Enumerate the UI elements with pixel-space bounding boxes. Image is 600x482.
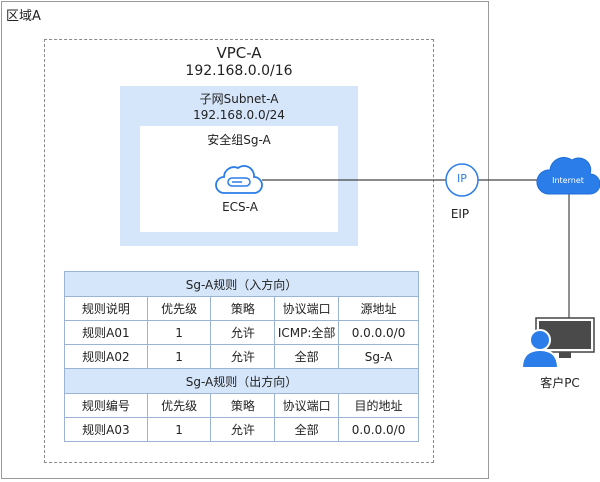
table-row: 规则A02 1 允许 全部 Sg-A: [64, 344, 419, 369]
column-header: 优先级: [146, 393, 212, 418]
table-row: 规则A01 1 允许 ICMP:全部 0.0.0.0/0: [64, 320, 419, 345]
table-cell: 规则A03: [64, 417, 148, 442]
client-pc-icon: [520, 317, 595, 369]
column-header: 目的地址: [338, 393, 419, 418]
vpc-boundary: [44, 39, 434, 463]
table-cell: 允许: [210, 344, 276, 369]
column-header: 规则说明: [64, 296, 148, 321]
eip-icon-text: IP: [457, 172, 467, 185]
table-cell: 0.0.0.0/0: [338, 417, 419, 442]
table-cell: Sg-A: [338, 344, 419, 369]
table-cell: 1: [146, 344, 212, 369]
table-cell: 允许: [210, 417, 276, 442]
outbound-rules-title: Sg-A规则（出方向）: [64, 368, 419, 394]
client-pc-label: 客户PC: [540, 376, 580, 390]
column-header: 规则编号: [64, 393, 148, 418]
security-group-name: 安全组Sg-A: [207, 133, 271, 147]
table-cell: 规则A01: [64, 320, 148, 345]
region-boundary: [1, 1, 489, 479]
table-cell: 规则A02: [64, 344, 148, 369]
vpc-name: VPC-A: [216, 44, 262, 62]
inbound-rules-table: Sg-A规则（入方向） 规则说明 优先级 策略 协议端口 源地址 规则A01 1…: [64, 271, 419, 442]
table-cell: 1: [146, 417, 212, 442]
vpc-cidr: 192.168.0.0/16: [185, 63, 293, 79]
table-cell: 允许: [210, 320, 276, 345]
inbound-header-row: 规则说明 优先级 策略 协议端口 源地址: [64, 296, 419, 321]
subnet-name: 子网Subnet-A: [199, 92, 279, 106]
column-header: 源地址: [338, 296, 419, 321]
table-cell: 全部: [274, 417, 340, 442]
column-header: 优先级: [146, 296, 212, 321]
column-header: 协议端口: [274, 393, 340, 418]
table-cell: 全部: [274, 344, 340, 369]
table-cell: 1: [146, 320, 212, 345]
inbound-rules-title: Sg-A规则（入方向）: [64, 271, 419, 297]
column-header: 策略: [210, 393, 276, 418]
column-header: 协议端口: [274, 296, 340, 321]
column-header: 策略: [210, 296, 276, 321]
region-label: 区域A: [6, 9, 41, 24]
ecs-cloud-icon: [215, 165, 263, 194]
eip-label: EIP: [450, 207, 470, 221]
subnet-cidr: 192.168.0.0/24: [193, 108, 285, 122]
eip-icon: [445, 163, 479, 197]
outbound-header-row: 规则编号 优先级 策略 协议端口 目的地址: [64, 393, 419, 418]
ecs-label: ECS-A: [222, 200, 258, 214]
table-cell: 0.0.0.0/0: [338, 320, 419, 345]
table-row: 规则A03 1 允许 全部 0.0.0.0/0: [64, 417, 419, 442]
table-cell: ICMP:全部: [274, 320, 340, 345]
internet-label: Internet: [552, 176, 584, 185]
internet-cloud-icon: [536, 156, 600, 195]
